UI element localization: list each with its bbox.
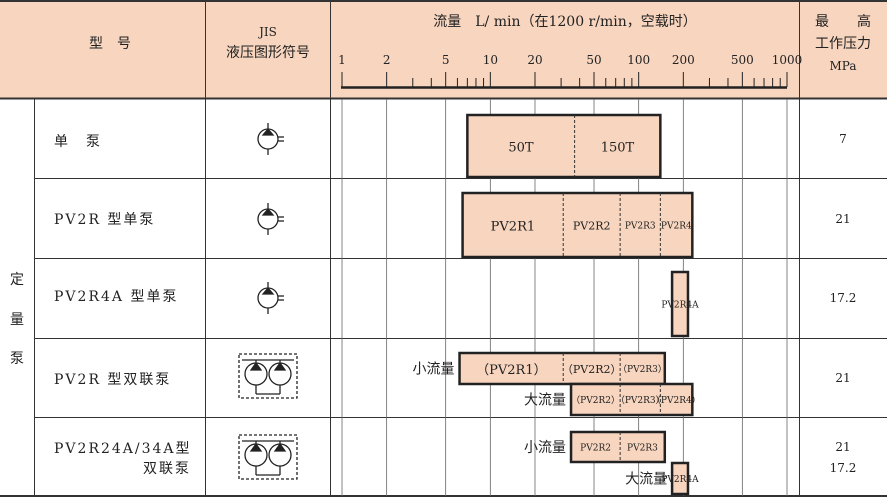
flow-bar-segment-label: PV2R4A — [661, 301, 699, 311]
flow-bar-caption: 大流量 — [625, 472, 667, 488]
scale-label: 1 — [338, 53, 346, 67]
scale-label: 50 — [586, 53, 601, 67]
pressure-value-row5b: 17.2 — [830, 461, 857, 475]
flow-bar — [670, 270, 690, 338]
flow-bar — [670, 461, 690, 496]
flow-bar — [466, 113, 662, 179]
flow-bar-segment-label: PV2R1 — [491, 220, 535, 235]
row-label-single-pump: 单 泵 — [54, 134, 102, 150]
scale-label: 1000 — [772, 53, 803, 67]
row-label-pv2r24a-line1: PV2R24A/34A型 — [54, 441, 192, 457]
pressure-value-row4: 21 — [835, 371, 850, 385]
flow-bar-segment-label: PV2R3 — [625, 222, 656, 232]
group-label-char-2: 量 — [10, 312, 24, 328]
flow-bar — [569, 382, 694, 417]
scale-label: 2 — [383, 53, 391, 67]
flow-column-header: 流量 L/ min（在1200 r/min，空载时） — [433, 14, 697, 30]
flow-bar-segment-label: PV2R4A — [661, 475, 699, 485]
flow-bar-caption: 小流量 — [413, 362, 455, 378]
flow-bar-segment-label: 150T — [601, 141, 635, 156]
flow-bar-segment-label: （PV2R2） — [571, 395, 620, 406]
double-pump-icon — [238, 434, 298, 480]
flow-bar — [461, 191, 694, 259]
flow-bar-segment-label: （PV2R3） — [616, 395, 665, 406]
row-label-pv2r4a-single: PV2R4A 型单泵 — [54, 289, 178, 305]
single-pump-icon — [257, 123, 284, 155]
flow-bar-segment-label: （PV2R2） — [562, 363, 622, 376]
flow-bar-segment-label: PV2R2 — [573, 220, 611, 233]
model-column-header: 型 号 — [89, 36, 131, 52]
scale-labels: 1 2 5 10 20 50 100 200 500 1000 — [338, 53, 802, 67]
single-pump-icon — [257, 282, 284, 314]
flow-bar-segment-label: PV2R3 — [627, 444, 658, 454]
single-pump-icon — [257, 203, 284, 235]
flow-bar-segment-label: PV2R2 — [580, 444, 611, 454]
flow-bar-caption: 小流量 — [524, 440, 566, 456]
double-pump-icon — [238, 353, 298, 399]
pressure-value-row5a: 21 — [835, 440, 850, 454]
header-band — [0, 0, 887, 98]
pressure-value-row1: 7 — [839, 132, 847, 146]
flow-bar — [458, 351, 667, 386]
scale-label: 100 — [627, 53, 650, 67]
flow-bar-segment-label: （PV2R4） — [652, 395, 701, 406]
scale-label: 500 — [731, 53, 754, 67]
scale-ticks — [341, 72, 788, 87]
flow-bar-caption: 大流量 — [524, 393, 566, 409]
group-label-char-1: 定 — [10, 272, 24, 288]
flow-bar-segment-label: PV2R4 — [661, 222, 692, 232]
scale-label: 5 — [442, 53, 450, 67]
scale-label: 200 — [672, 53, 695, 67]
flow-bar-segment-label: 50T — [508, 141, 534, 156]
pressure-header-line3: MPa — [830, 59, 857, 73]
flow-bar — [569, 430, 667, 464]
group-label-char-3: 泵 — [10, 351, 24, 367]
row-label-pv2r-single: PV2R 型单泵 — [54, 212, 155, 228]
pressure-value-row2: 21 — [835, 212, 850, 226]
pressure-header-line2: 工作压力 — [815, 36, 871, 52]
flow-bar-segment-label: （PV2R1） — [476, 363, 546, 378]
scale-label: 10 — [483, 53, 498, 67]
pressure-header-line1: 最 高 — [815, 13, 871, 30]
pressure-value-row3: 17.2 — [830, 291, 857, 305]
flow-bar-segment-label: （PV2R3） — [618, 364, 667, 375]
jis-column-header-line2: 液压图形符号 — [226, 45, 310, 61]
row-label-pv2r24a-line2: 双联泵 — [143, 461, 191, 477]
jis-column-header-line1: JIS — [257, 25, 277, 39]
scale-label: 20 — [527, 53, 542, 67]
row-label-pv2r-double: PV2R 型双联泵 — [54, 372, 171, 388]
